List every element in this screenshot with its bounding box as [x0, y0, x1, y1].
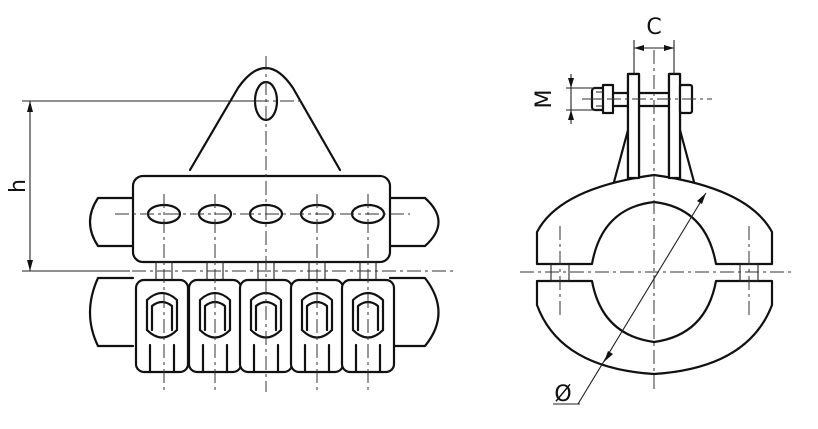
- diameter-dimension: Ø: [553, 192, 707, 407]
- bolt-label: M: [532, 90, 557, 109]
- diameter-label: Ø: [554, 382, 571, 407]
- lower-clamp-half: [535, 279, 774, 376]
- width-dimension: C: [633, 15, 675, 74]
- lower-clamps: [134, 278, 396, 374]
- height-dimension: h: [6, 100, 262, 272]
- front-centerlines: [82, 56, 456, 392]
- conductor-tubes: [88, 196, 440, 348]
- front-view: h: [6, 56, 456, 392]
- upper-clamp-half: [535, 173, 774, 266]
- suspension-lug: [188, 66, 342, 184]
- side-view: C M Ø: [520, 15, 792, 407]
- height-label: h: [6, 179, 31, 193]
- bolt-dimension: M: [532, 74, 600, 124]
- side-centerlines: [520, 50, 792, 392]
- clamp-body: [131, 174, 392, 264]
- width-label: C: [646, 15, 661, 40]
